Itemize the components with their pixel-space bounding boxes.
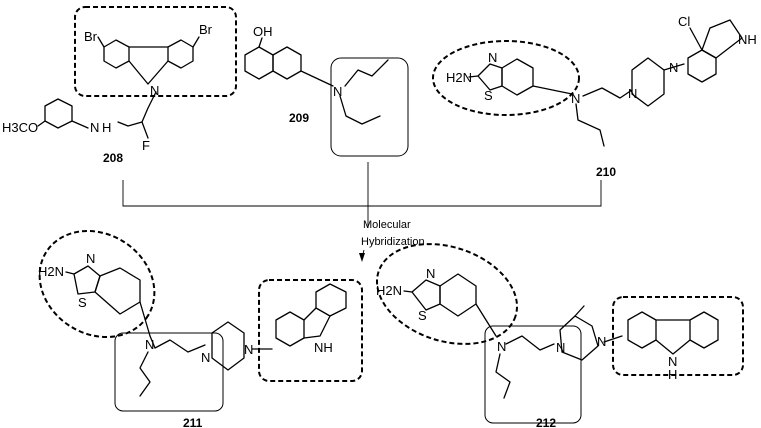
- chloro: Cl: [678, 14, 690, 29]
- hydroxyl: OH: [253, 24, 273, 39]
- amino: H2N: [38, 264, 64, 279]
- compound-label-209: 209: [289, 111, 309, 125]
- carbazole-ring-right: [315, 283, 347, 317]
- carbazole-ring-left: [103, 39, 130, 69]
- cyclohexane-ring: [272, 46, 302, 80]
- methoxy: H3CO: [2, 120, 38, 135]
- carbazole-n: N: [668, 354, 677, 369]
- phenol-ring: [244, 46, 274, 80]
- compound-209: OH N 209: [244, 24, 409, 157]
- compound-label-208: 208: [103, 151, 123, 165]
- thiazole-highlight-ellipse: [376, 243, 518, 345]
- amine-h: H: [102, 120, 111, 135]
- piperazine-n2: N: [244, 342, 253, 357]
- carbazole-ring-left: [627, 311, 657, 349]
- indole-nh: NH: [738, 32, 757, 47]
- thiazole-s: S: [418, 308, 427, 323]
- amine-highlight-box: [330, 57, 409, 157]
- carbazole-highlight-box: [74, 6, 237, 97]
- thiazole-ring: [411, 279, 441, 311]
- thiazole-n: N: [426, 266, 435, 281]
- thiazole-n: N: [86, 251, 95, 266]
- linker-highlight-box: [114, 332, 224, 412]
- cyclohexane-ring: [501, 58, 534, 96]
- annotation-line1: Molecular: [363, 219, 411, 231]
- carbazole-highlight-box: [258, 279, 363, 382]
- thiazole-highlight-ellipse: [38, 230, 156, 338]
- compound-208: Br Br N N H F H3CO 208: [2, 6, 237, 165]
- compound-label-210: 210: [596, 165, 616, 179]
- carbazole-ring-right: [689, 311, 719, 349]
- compound-211: H2N N S N N N NH 211: [38, 230, 363, 428]
- piperazine-n2: N: [669, 60, 678, 75]
- thiazole-s: S: [78, 295, 87, 310]
- carbazole-highlight-box: [612, 296, 744, 376]
- piperazine-n1: N: [628, 86, 637, 101]
- carbazole-n: N: [150, 83, 159, 98]
- carbazole-h: H: [668, 367, 677, 382]
- amine-n: N: [497, 339, 506, 354]
- compound-label-211: 211: [183, 416, 203, 428]
- amino: H2N: [446, 70, 472, 85]
- piperazine-ring: [559, 315, 599, 361]
- amine-n: N: [571, 91, 580, 106]
- compound-210: H2N N S N N N Cl NH 210: [432, 14, 757, 179]
- thiazole-n: N: [488, 50, 497, 65]
- carbazole-ring-right: [167, 39, 194, 69]
- anisidine-ring: [44, 98, 73, 129]
- amine-n: N: [145, 337, 154, 352]
- piperazine-n2: N: [597, 334, 606, 349]
- amino: H2N: [376, 283, 402, 298]
- fluoro: F: [142, 138, 150, 153]
- piperazine-ring: [211, 321, 245, 371]
- cyclohexane-ring: [439, 273, 477, 317]
- piperazine-n1: N: [201, 350, 210, 365]
- hybridization-connector: Molecular Hybridization: [122, 162, 602, 262]
- cyclohexane-ring: [94, 267, 141, 315]
- carbazole-nh: NH: [314, 340, 333, 355]
- piperazine-ring: [631, 57, 665, 107]
- amine-n: N: [90, 120, 99, 135]
- compound-label-212: 212: [536, 416, 556, 428]
- thiazole-s: S: [484, 88, 493, 103]
- bromo-2: Br: [199, 22, 213, 37]
- thiazole-highlight-ellipse: [432, 40, 580, 116]
- bromo-1: Br: [84, 29, 98, 44]
- compound-212: H2N N S N N N N H 212: [376, 243, 744, 428]
- indole-pyrrole-ring: [701, 19, 743, 59]
- linker-highlight-box: [484, 325, 582, 424]
- annotation-line2: Hybridization: [361, 236, 425, 248]
- carbazole-ring-left: [275, 311, 305, 347]
- arrow-head: [359, 253, 365, 262]
- indole-benzene-ring: [687, 49, 717, 83]
- piperazine-n1: N: [556, 340, 565, 355]
- thiazole-ring: [477, 63, 503, 91]
- amine-n: N: [333, 84, 342, 99]
